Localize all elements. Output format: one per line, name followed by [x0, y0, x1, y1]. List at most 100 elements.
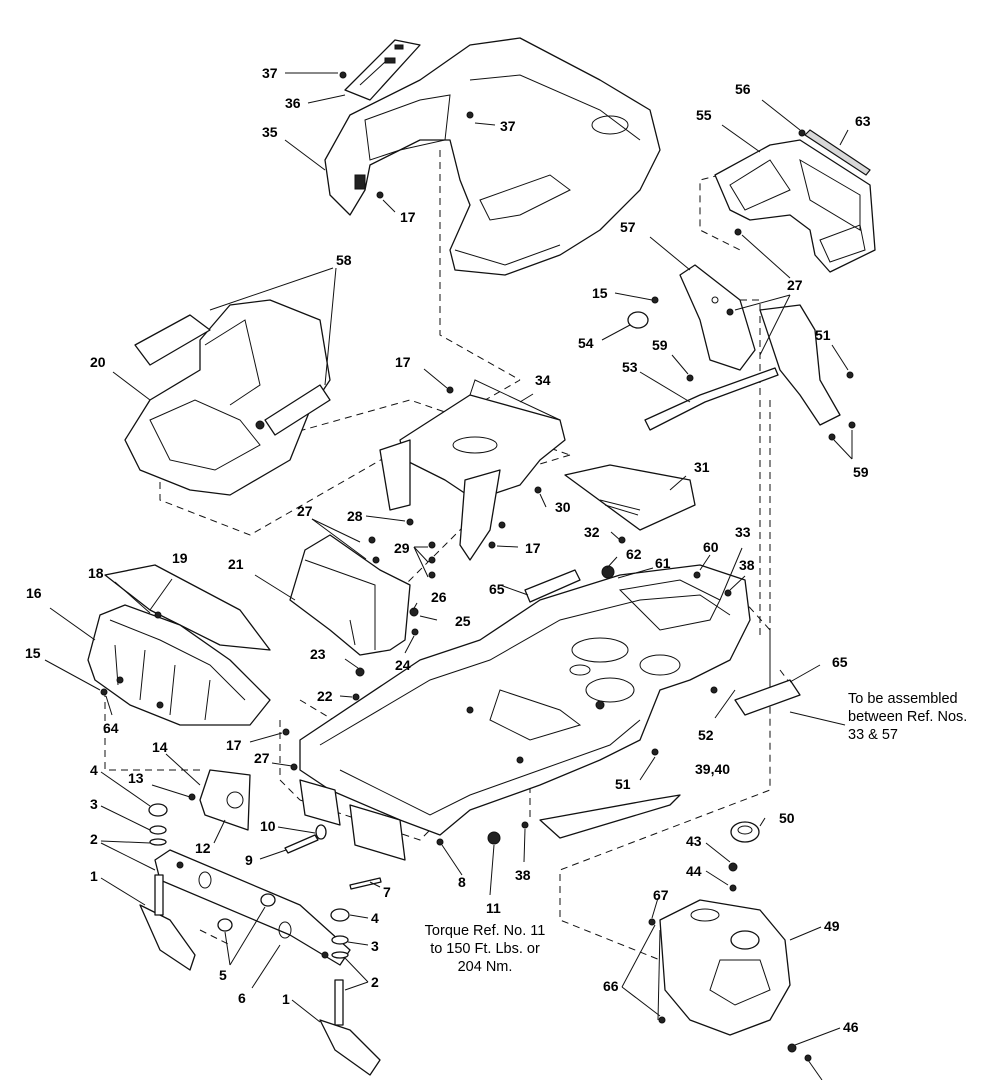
leader-lines: [44, 72, 853, 1080]
control-plate-36: [344, 39, 421, 101]
callout-28: 28: [347, 508, 363, 524]
callout-14: 14: [152, 739, 168, 755]
callout-62: 62: [626, 546, 642, 562]
callout-64: 64: [103, 720, 119, 736]
callout-13: 13: [128, 770, 144, 786]
callout-32: 32: [584, 524, 600, 540]
callout-34: 34: [535, 372, 551, 388]
callout-15-rear: 15: [592, 285, 608, 301]
callout-11: 11: [486, 900, 501, 916]
callout-38-lower: 38: [515, 867, 531, 883]
callout-49: 49: [824, 918, 840, 934]
callout-59-right: 59: [853, 464, 869, 480]
callout-17-lower: 17: [226, 737, 242, 753]
callout-labels: 37 36 35 37 17 56 55 63 57 27 15 54 59 5…: [25, 65, 871, 1035]
assembly-note-line-3: 33 & 57: [848, 727, 898, 743]
callout-22: 22: [317, 688, 333, 704]
callout-65-left: 65: [489, 581, 505, 597]
callout-16: 16: [26, 585, 42, 601]
plates-near-frame: [299, 779, 406, 861]
callout-2-left: 2: [90, 831, 98, 847]
callout-24: 24: [395, 657, 411, 673]
bracket-57: [679, 264, 756, 371]
callout-12: 12: [195, 840, 211, 856]
callout-25: 25: [455, 613, 471, 629]
rear-cover-55: [714, 139, 876, 273]
callout-21: 21: [228, 556, 244, 572]
callout-6: 6: [238, 990, 246, 1006]
callout-33: 33: [735, 524, 751, 540]
callout-50: 50: [779, 810, 795, 826]
callout-18: 18: [88, 565, 104, 581]
bracket-12: [199, 769, 251, 831]
callout-66: 66: [603, 978, 619, 994]
callout-56: 56: [735, 81, 751, 97]
cap-50: [730, 821, 760, 843]
callout-61: 61: [655, 555, 671, 571]
seat-20: [124, 299, 331, 496]
plate-65-left: [524, 569, 581, 603]
assembly-note: To be assembled between Ref. Nos. 33 & 5…: [848, 690, 967, 744]
callout-46: 46: [843, 1019, 859, 1035]
callout-27-lower: 27: [254, 750, 270, 766]
spindle-1-left: [139, 874, 196, 971]
callout-37-mid: 37: [500, 118, 516, 134]
callout-17-console: 17: [400, 209, 416, 225]
side-bracket-right: [759, 304, 841, 426]
callout-27-panel: 27: [297, 503, 313, 519]
torque-note-line-1: Torque Ref. No. 11: [424, 923, 546, 939]
callout-63: 63: [855, 113, 871, 129]
callout-17-pan: 17: [525, 540, 541, 556]
spindle-1-right: [319, 979, 381, 1076]
callout-3-right: 3: [371, 938, 379, 954]
bolt-9-and-washer-10: [284, 824, 327, 854]
callout-31: 31: [694, 459, 710, 475]
plate-65-right: [734, 679, 801, 716]
callout-10: 10: [260, 818, 276, 834]
callout-2-right: 2: [371, 974, 379, 990]
seat-pan-34: [399, 379, 566, 501]
callout-57: 57: [620, 219, 636, 235]
cover-31: [564, 464, 696, 531]
callout-19: 19: [172, 550, 188, 566]
callout-55: 55: [696, 107, 712, 123]
callout-65-right: 65: [832, 654, 848, 670]
callout-59-left: 59: [652, 337, 668, 353]
callout-52: 52: [698, 727, 714, 743]
callout-35: 35: [262, 124, 278, 140]
strip-39-40: [539, 794, 681, 839]
callout-51-right: 51: [815, 327, 831, 343]
front-fender-16: [87, 604, 271, 726]
callout-17-seat: 17: [395, 354, 411, 370]
bumper-54: [627, 311, 649, 329]
callout-8: 8: [458, 874, 466, 890]
hardware-fasteners: [100, 71, 856, 1062]
callout-39-40: 39,40: [695, 761, 730, 777]
callout-26: 26: [431, 589, 447, 605]
callout-36: 36: [285, 95, 301, 111]
callout-7: 7: [383, 884, 391, 900]
assembly-note-line-2: between Ref. Nos.: [848, 709, 968, 725]
callout-3-left: 3: [90, 796, 98, 812]
torque-note-line-2: to 150 Ft. Lbs. or: [430, 941, 540, 957]
callout-37-top: 37: [262, 65, 278, 81]
main-frame-33: [299, 564, 751, 836]
torque-note: Torque Ref. No. 11 to 150 Ft. Lbs. or 20…: [410, 922, 560, 976]
callout-1-right: 1: [282, 991, 290, 1007]
callout-30: 30: [555, 499, 571, 515]
strip-63: [804, 129, 871, 176]
callout-9: 9: [245, 852, 253, 868]
callout-38-right: 38: [739, 557, 755, 573]
callout-1-left: 1: [90, 868, 98, 884]
upper-console-shroud: [324, 37, 661, 276]
bolt-7: [349, 877, 382, 890]
assembly-note-line-1: To be assembled: [848, 691, 958, 707]
support-bracket: [379, 439, 501, 561]
callout-53: 53: [622, 359, 638, 375]
callout-60: 60: [703, 539, 719, 555]
callout-15-front: 15: [25, 645, 41, 661]
bracket-53: [644, 367, 779, 431]
callout-5: 5: [219, 967, 227, 983]
